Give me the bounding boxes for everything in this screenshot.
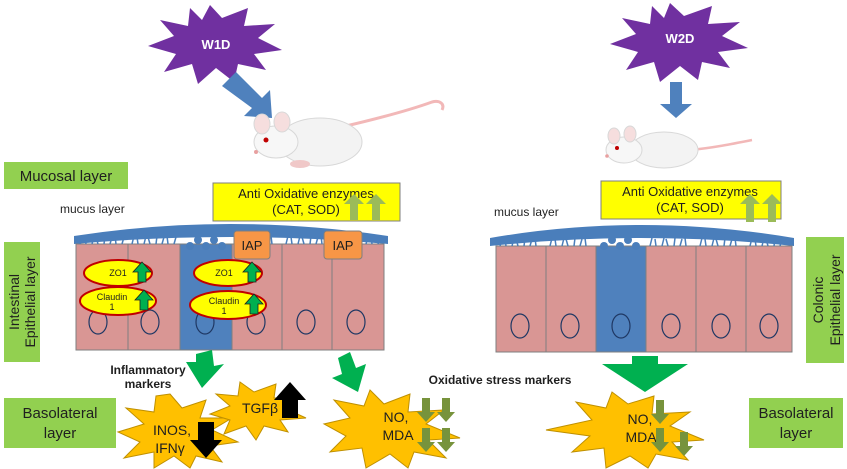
- tgf-burst: [208, 381, 307, 441]
- mucin-granules-right: [600, 236, 640, 250]
- arrow-w1d-to-mouse: [222, 72, 272, 118]
- claudin-label-b-1: Claudin: [209, 296, 240, 306]
- iap-label-b: IAP: [333, 238, 354, 253]
- mucus-layer-left: [74, 224, 388, 244]
- enzymes-left-line-2: (CAT, SOD): [272, 202, 340, 217]
- oxidative-stress-markers-label: Oxidative stress markers: [429, 373, 572, 387]
- basolateral-left-box: [4, 398, 116, 448]
- inos-label: INOS,: [153, 422, 191, 438]
- arrow-to-inflammatory: [186, 350, 224, 388]
- no-left-label: NO,: [384, 409, 409, 425]
- arrow-to-oxidative-right: [602, 356, 688, 392]
- mouse-right-icon: [605, 125, 753, 169]
- w2d-label: W2D: [666, 31, 695, 46]
- colonic-layer-label-1: Colonic: [810, 277, 826, 324]
- intestinal-epithelium: IAP IAP ZO1 ZO1 Claudin 1 Claudin 1: [74, 224, 388, 351]
- mucosal-layer-box: [4, 162, 128, 189]
- intestinal-layer-box: [4, 242, 40, 362]
- goblet-cell-right: [595, 245, 647, 353]
- intestinal-layer-label-2: Epithelial layer: [22, 256, 38, 347]
- mucosal-layer-label: Mucosal layer: [20, 168, 113, 185]
- mouse-left-icon: [253, 100, 445, 168]
- mucus-layer-right: [490, 225, 794, 246]
- basolateral-right-box: [749, 398, 843, 448]
- tgf-up-arrow: [274, 382, 306, 418]
- ifn-label: IFNγ: [155, 440, 185, 456]
- basolateral-right-label-2: layer: [780, 425, 813, 442]
- claudin-oval-b: [189, 290, 267, 320]
- mucus-layer-left-label: mucus layer: [60, 202, 125, 216]
- iap-box-a: [233, 230, 271, 260]
- enzymes-right-line-1: Anti Oxidative enzymes: [622, 184, 758, 199]
- tgf-label: TGFβ: [242, 400, 278, 416]
- w1d-label: W1D: [202, 37, 231, 52]
- claudin-label-a-1: Claudin: [97, 292, 128, 302]
- claudin-label-a-2: 1: [109, 302, 114, 312]
- colonic-layer-box: [806, 237, 844, 363]
- basolateral-right-label-1: Basolateral: [758, 405, 833, 422]
- iap-box-b: [323, 230, 363, 260]
- arrow-to-oxidative-left: [332, 352, 366, 392]
- enzymes-right-up-arrows: [740, 194, 782, 222]
- enzymes-left-up-arrows: [344, 194, 386, 220]
- arrow-w2d-to-mouse: [660, 82, 692, 118]
- w1d-burst: [148, 5, 282, 84]
- claudin-oval-a: [79, 286, 157, 316]
- mucin-granules-left: [186, 236, 226, 250]
- no-right-label: NO,: [628, 411, 653, 427]
- enzymes-left-line-1: Anti Oxidative enzymes: [238, 186, 374, 201]
- iap-label-a: IAP: [242, 238, 263, 253]
- inos-ifn-down-arrow: [190, 422, 222, 458]
- intestinal-layer-label-1: Intestinal: [6, 274, 22, 330]
- mda-left-label: MDA: [382, 427, 414, 443]
- zo1-label-a: ZO1: [109, 268, 127, 278]
- zo1-oval-b: [193, 259, 263, 287]
- no-mda-right-burst: [545, 391, 705, 469]
- zo1-label-b: ZO1: [215, 268, 233, 278]
- enzymes-right-line-2: (CAT, SOD): [656, 200, 724, 215]
- inflammatory-markers-label-1: Inflammatory: [110, 363, 186, 377]
- colonic-layer-label-2: Epithelial layer: [827, 254, 843, 345]
- mucus-layer-right-label: mucus layer: [494, 205, 559, 219]
- colonic-epithelium: [490, 225, 794, 353]
- w2d-burst: [610, 3, 748, 82]
- basolateral-left-label-1: Basolateral: [22, 405, 97, 422]
- inflammatory-markers-label-2: markers: [125, 377, 172, 391]
- mda-right-label: MDA: [625, 429, 657, 445]
- basolateral-left-label-2: layer: [44, 425, 77, 442]
- enzymes-left-box: [212, 182, 401, 222]
- claudin-label-b-2: 1: [221, 306, 226, 316]
